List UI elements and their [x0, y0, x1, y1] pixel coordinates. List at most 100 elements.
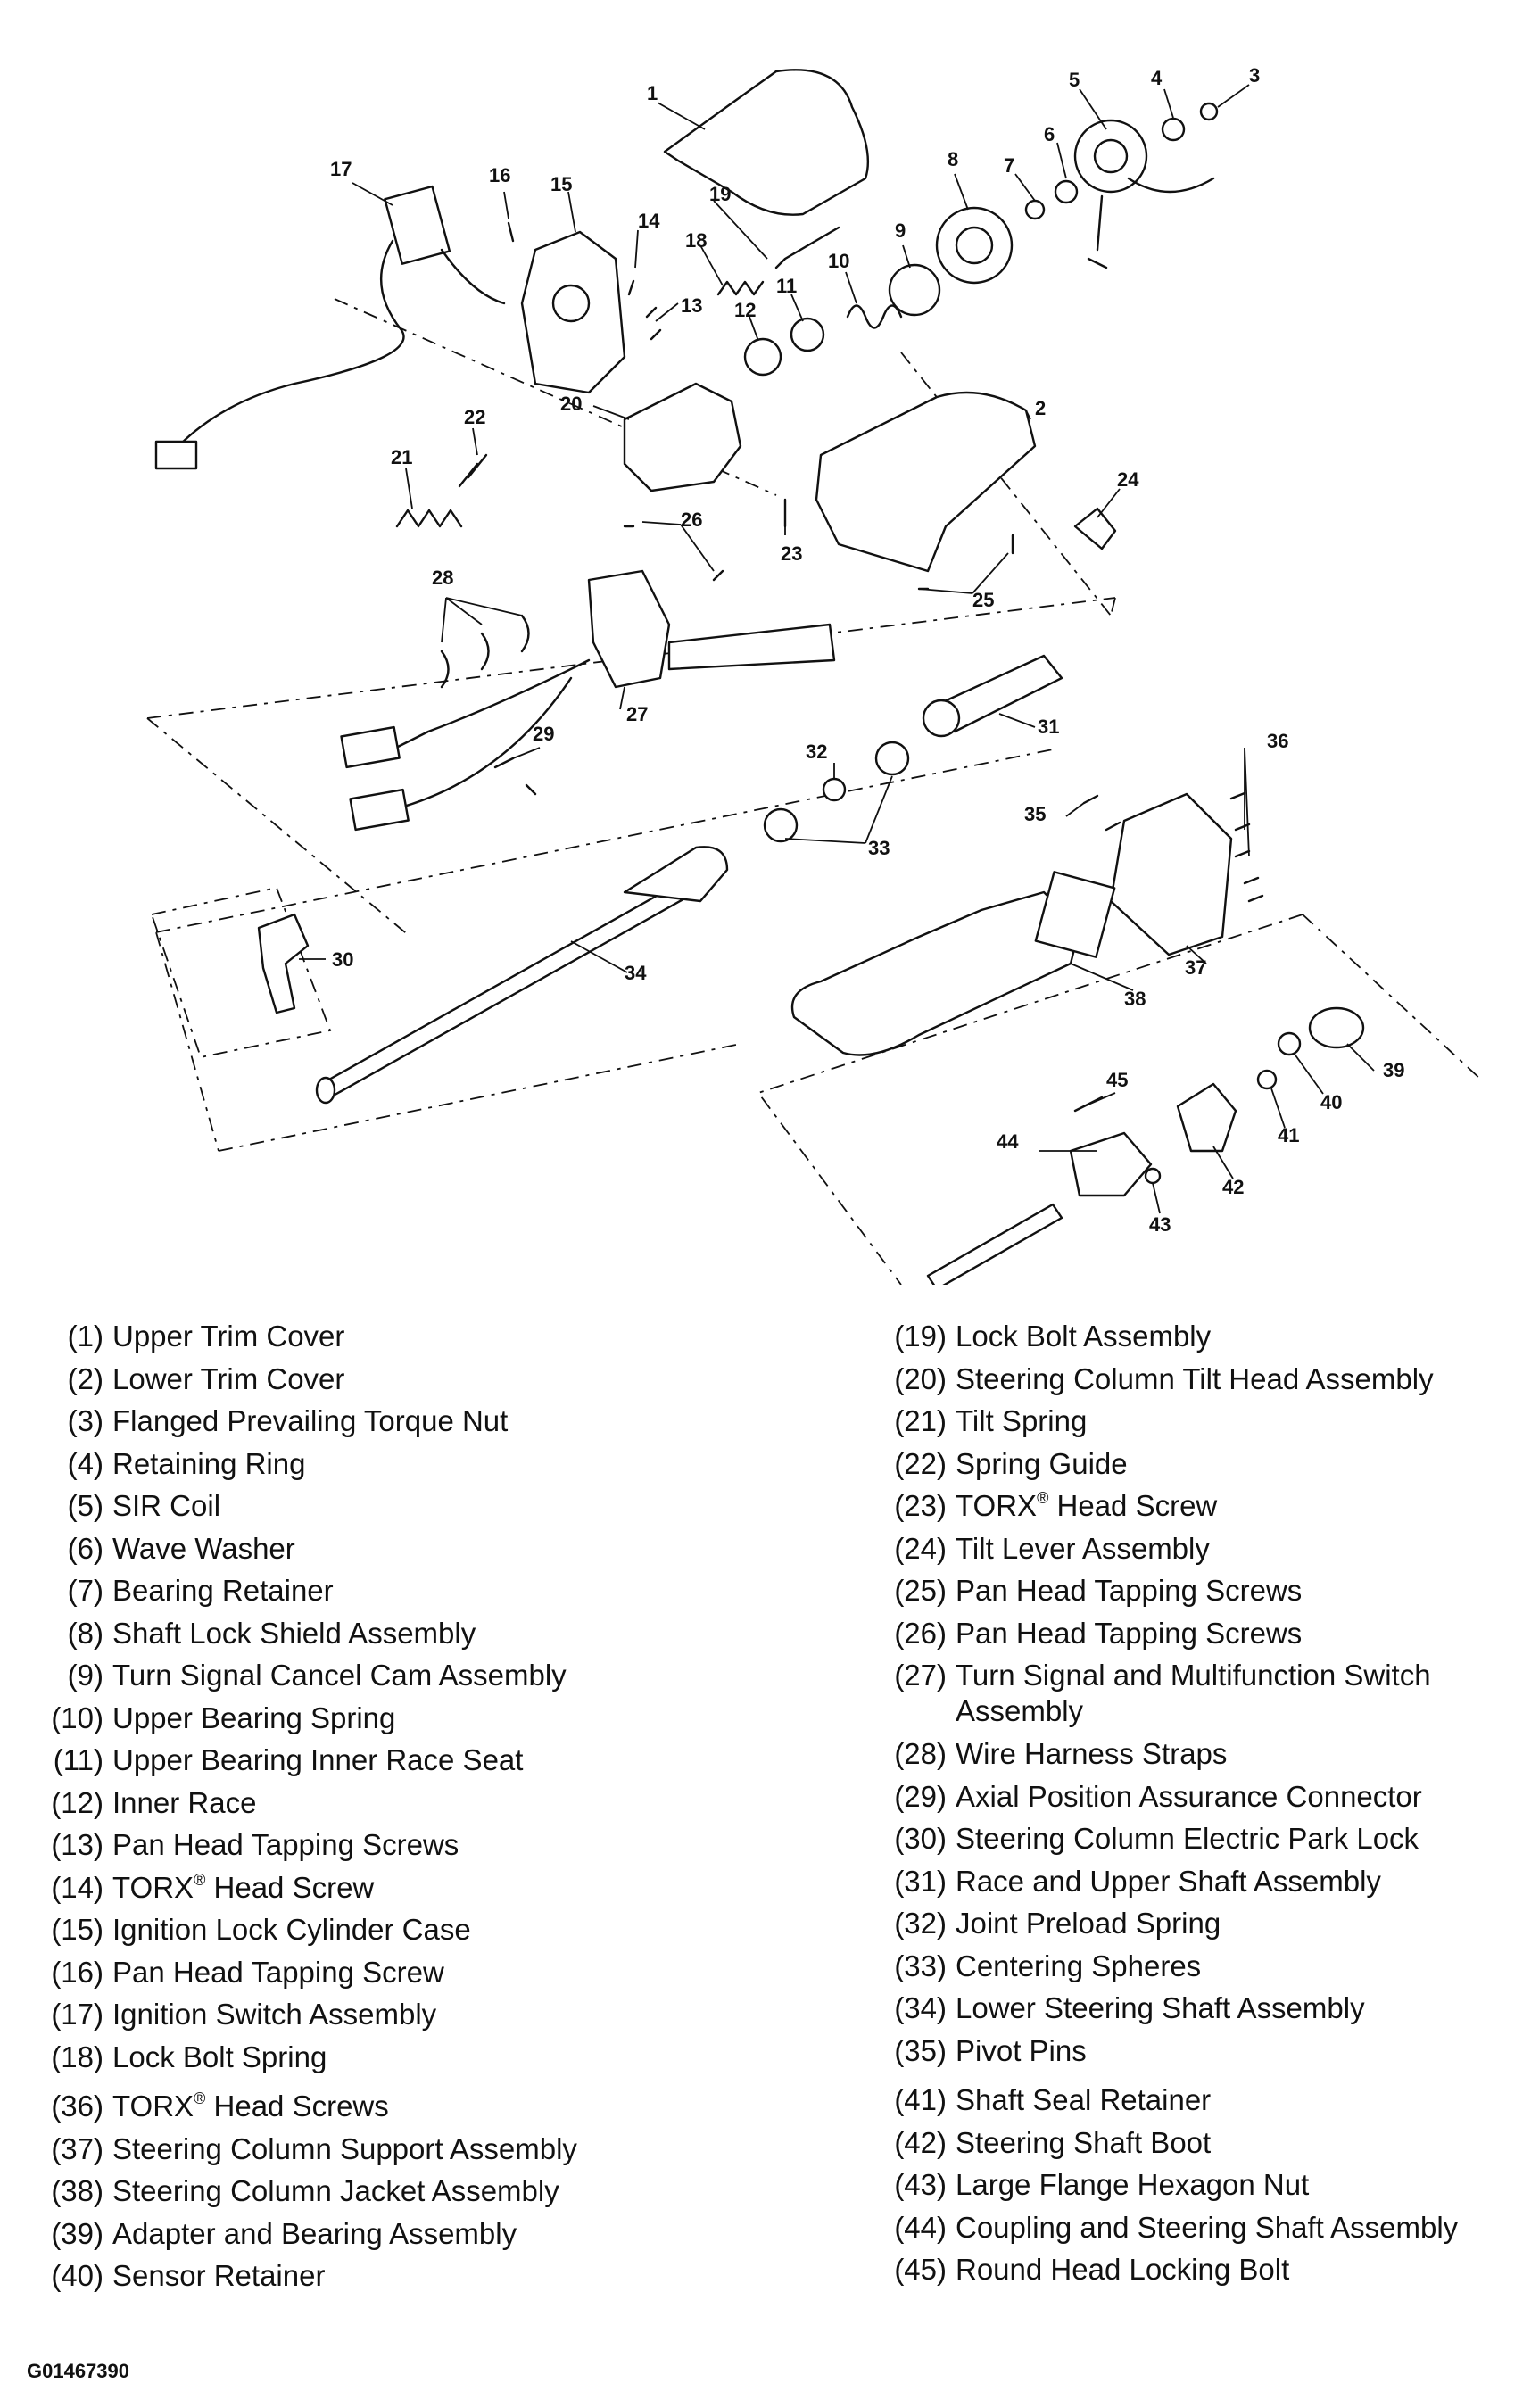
legend-label: TORX® Head Screws	[112, 2089, 389, 2123]
callout-42: 42	[1222, 1176, 1244, 1198]
callout-27: 27	[626, 703, 648, 725]
pivot-pins	[1082, 794, 1121, 832]
callout-33: 33	[868, 837, 890, 859]
legend-number: (44)	[894, 2210, 947, 2244]
legend-label: Bearing Retainer	[112, 1574, 334, 1607]
legend-item: (42)Steering Shaft Boot	[870, 2125, 1512, 2168]
lock-bolt-spring	[716, 280, 765, 296]
legend-label: Joint Preload Spring	[956, 1907, 1221, 1940]
legend-item: (45)Round Head Locking Bolt	[870, 2252, 1512, 2295]
callout-41: 41	[1278, 1124, 1299, 1146]
callout-35: 35	[1024, 803, 1046, 825]
legend-number: (8)	[67, 1616, 103, 1650]
centering-sphere-b	[763, 807, 799, 843]
legend-number: (32)	[894, 1907, 947, 1940]
legend-label: Shaft Seal Retainer	[956, 2083, 1212, 2116]
legend-label: Tilt Lever Assembly	[956, 1531, 1210, 1565]
registered-mark: ®	[194, 1870, 206, 1889]
callout-14: 14	[638, 210, 660, 232]
callout-43: 43	[1149, 1213, 1171, 1236]
tilt-lever	[1073, 507, 1117, 550]
legend-number: (14)	[51, 1870, 103, 1904]
legend-item: (3)Flanged Prevailing Torque Nut	[27, 1403, 776, 1446]
turn-signal-switch	[587, 569, 671, 689]
callout-40: 40	[1320, 1091, 1342, 1113]
legend-item: (34)Lower Steering Shaft Assembly	[870, 1990, 1512, 2033]
callout-13: 13	[681, 294, 702, 317]
sir-coil	[1073, 119, 1148, 194]
legend-number: (30)	[894, 1822, 947, 1855]
legend-label: Inner Race	[112, 1785, 257, 1819]
legend-number: (5)	[67, 1489, 103, 1522]
legend-label: TORX® Head Screw	[112, 1870, 375, 1904]
legend-label: Steering Column Electric Park Lock	[956, 1822, 1419, 1855]
spring-guide	[458, 453, 488, 488]
legend-item: (28)Wire Harness Straps	[870, 1736, 1512, 1779]
callout-21: 21	[391, 446, 412, 468]
legend-label: Adapter and Bearing Assembly	[112, 2216, 517, 2250]
legend-label: Shaft Lock Shield Assembly	[112, 1616, 476, 1650]
legend-item: (5) SIR Coil	[27, 1488, 776, 1531]
callout-25: 25	[972, 589, 994, 611]
upper-bearing-spring	[846, 304, 903, 329]
adapter-bearing	[1308, 1006, 1365, 1049]
legend-label: Lower Trim Cover	[112, 1361, 345, 1395]
switch-harness	[373, 658, 591, 814]
tilt-head	[623, 382, 742, 492]
column-jacket	[790, 890, 1081, 1056]
sensor-retainer	[1277, 1031, 1302, 1056]
legend-item: (36)TORX® Head Screws	[27, 2089, 776, 2131]
legend-number: (43)	[894, 2168, 947, 2201]
callout-18: 18	[685, 229, 707, 252]
legend-item: (38)Steering Column Jacket Assembly	[27, 2173, 776, 2216]
legend-item: (16)Pan Head Tapping Screw	[27, 1955, 776, 1998]
callout-24: 24	[1117, 468, 1139, 491]
legend-number: (3)	[67, 1404, 103, 1437]
legend-item: (12)Inner Race	[27, 1785, 776, 1828]
joint-preload-spring	[822, 777, 847, 802]
callout-19: 19	[709, 183, 731, 205]
legend-number: (9)	[67, 1659, 103, 1692]
legend-number: (17)	[51, 1998, 103, 2031]
legend-item: (7)Bearing Retainer	[27, 1573, 776, 1616]
legend-label: Sensor Retainer	[112, 2259, 326, 2292]
legend-number: (22)	[894, 1446, 947, 1480]
legend-right: (19)Lock Bolt Assembly(20)Steering Colum…	[870, 1319, 1512, 2295]
shaft-seal-retainer	[1256, 1069, 1278, 1090]
ignition-switch	[384, 185, 451, 265]
legend-item: (21)Tilt Spring	[870, 1403, 1512, 1446]
legend-label: SIR Coil	[112, 1489, 221, 1522]
registered-mark: ®	[194, 2089, 206, 2107]
legend-item: (15)Ignition Lock Cylinder Case	[27, 1912, 776, 1955]
legend-item: (2)Lower Trim Cover	[27, 1361, 776, 1404]
callout-38: 38	[1124, 988, 1146, 1010]
legend-item: (17)Ignition Switch Assembly	[27, 1997, 776, 2040]
legend-label: Upper Trim Cover	[112, 1320, 345, 1353]
legend-item: (22) Spring Guide	[870, 1446, 1512, 1489]
callout-4: 4	[1151, 67, 1163, 89]
legend-number: (27)	[894, 1659, 947, 1692]
callout-3: 3	[1249, 64, 1260, 87]
legend-number: (45)	[894, 2253, 947, 2286]
legend-number: (13)	[51, 1828, 103, 1861]
legend-item: (35)Pivot Pins	[870, 2033, 1512, 2076]
legend-number: (26)	[894, 1616, 947, 1650]
legend-item: (40)Sensor Retainer	[27, 2258, 776, 2301]
legend-label: Lock Bolt Spring	[112, 2040, 327, 2073]
legend-item: (33)Centering Spheres	[870, 1949, 1512, 1991]
callout-28: 28	[432, 567, 453, 589]
legend-item: (43)Large Flange Hexagon Nut	[870, 2167, 1512, 2210]
legend-number: (18)	[51, 2040, 103, 2073]
callout-23: 23	[781, 542, 802, 565]
registered-mark: ®	[1037, 1489, 1049, 1507]
panel-switch	[146, 597, 1116, 938]
harness-straps	[440, 614, 530, 689]
legend-number: (4)	[67, 1446, 103, 1480]
legend-label: Pan Head Tapping Screw	[112, 1955, 444, 1989]
legend-label: Spring Guide	[956, 1446, 1128, 1480]
legend-item: (14) TORX® Head Screw	[27, 1870, 776, 1913]
torx-screws	[1229, 791, 1264, 903]
legend-item: (6)Wave Washer	[27, 1531, 776, 1574]
legend-number: (42)	[894, 2125, 947, 2159]
wave-washer	[1054, 179, 1079, 204]
